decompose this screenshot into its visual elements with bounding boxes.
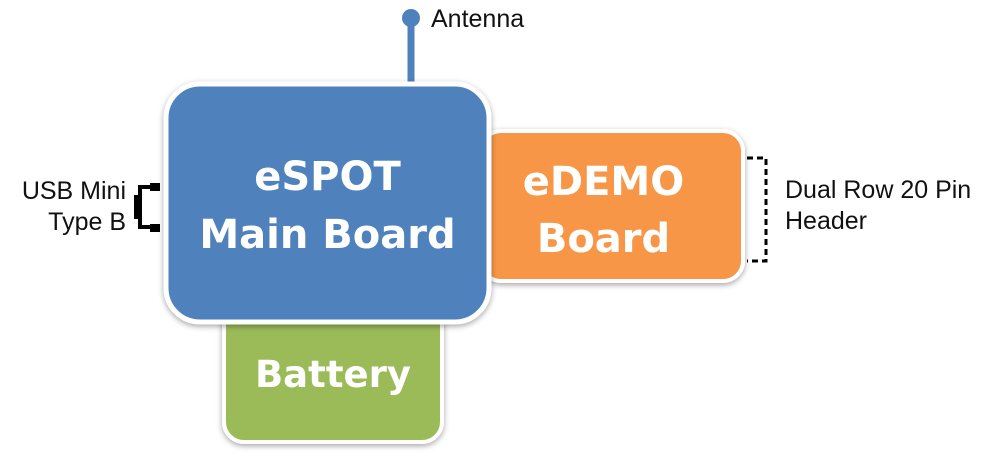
antenna-tip-icon xyxy=(402,9,420,27)
pin-header-label-line2: Header xyxy=(785,207,867,235)
espot-label-line1: eSPOT xyxy=(254,154,401,200)
pin-header-bracket-icon xyxy=(747,156,768,263)
battery-label: Battery xyxy=(254,353,411,396)
edemo-board-label: eDEMO Board xyxy=(481,154,726,268)
espot-board-label: eSPOT Main Board xyxy=(166,148,489,264)
espot-main-board-block xyxy=(163,81,492,325)
usb-mini-connector-icon xyxy=(134,183,160,232)
pin-header-label-line1: Dual Row 20 Pin xyxy=(785,176,972,204)
pin-header-label: Dual Row 20 Pin Header xyxy=(785,175,971,237)
edemo-label-line1: eDEMO xyxy=(522,159,685,205)
usb-label-line1: USB Mini xyxy=(21,177,126,205)
usb-mini-type-b-label: USB Mini Type B xyxy=(0,176,126,238)
edemo-label-line2: Board xyxy=(536,216,671,262)
espot-label-line2: Main Board xyxy=(199,212,456,258)
antenna-label: Antenna xyxy=(431,5,525,33)
usb-label-line2: Type B xyxy=(48,208,126,236)
